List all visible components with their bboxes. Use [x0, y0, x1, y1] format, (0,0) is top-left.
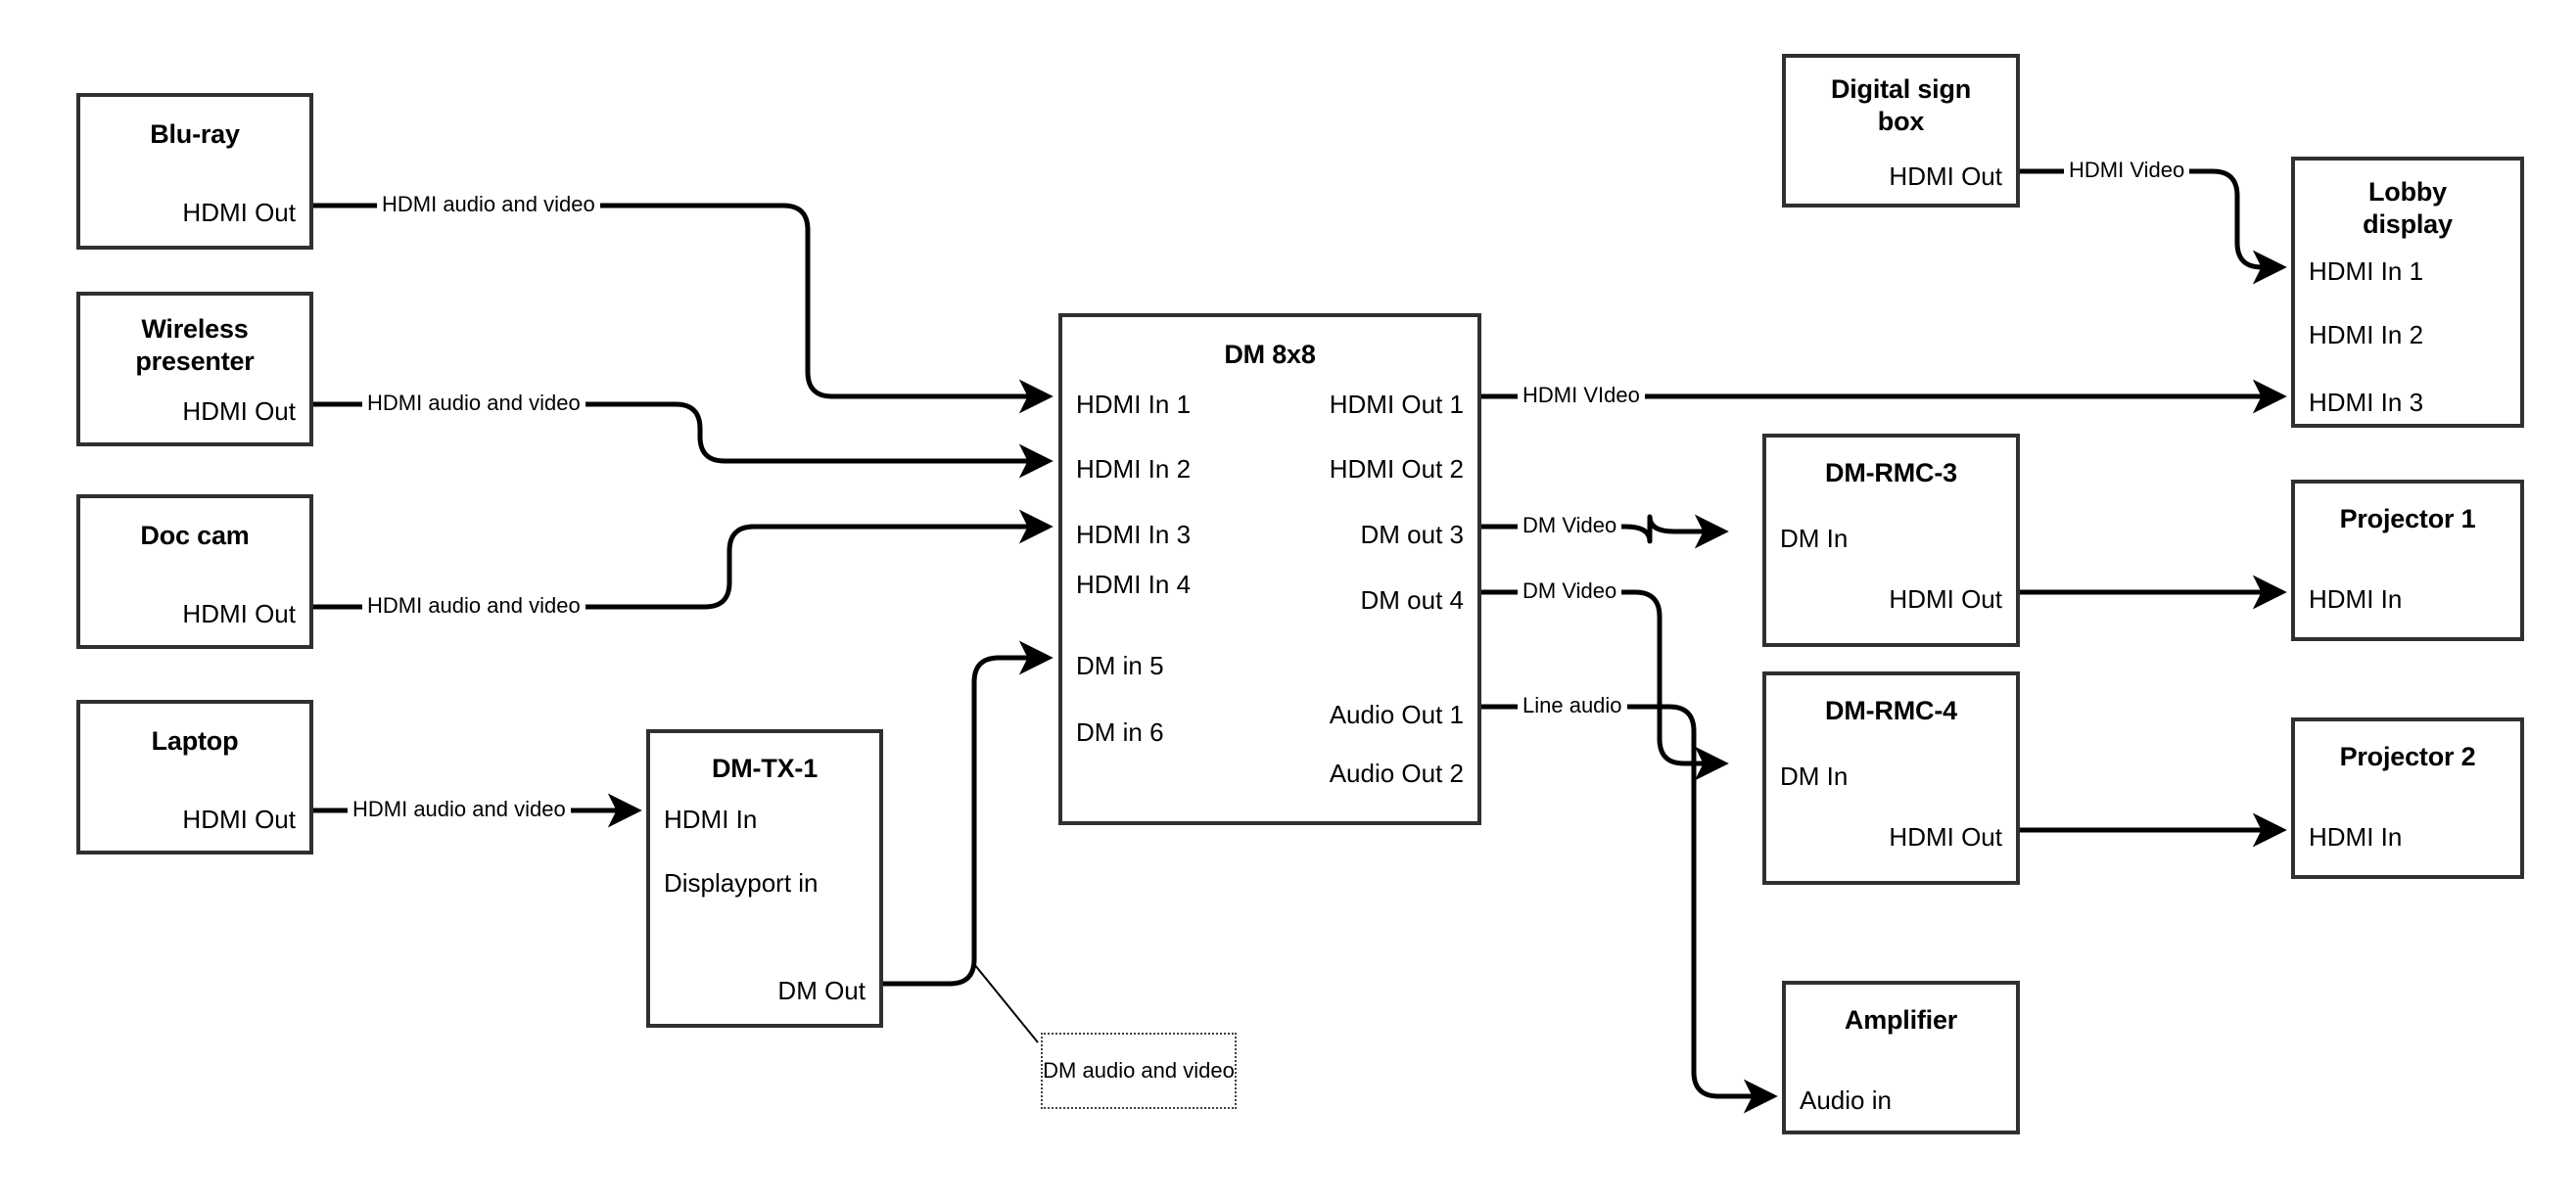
- node-projector-2-title: Projector 2: [2339, 742, 2476, 771]
- node-dm-rmc-4-port-hdmi-out: HDMI Out: [1889, 822, 2002, 852]
- edge-label-sign-to-lobby: HDMI Video: [2064, 160, 2190, 181]
- node-lobby-display-port-hdmi-in-3: HDMI In 3: [2309, 388, 2424, 417]
- node-dm-8x8-input-hdmi-in-4: HDMI In 4: [1076, 570, 1192, 599]
- node-dm-tx-1-port-dm-out: DM Out: [777, 976, 866, 1005]
- node-dm-8x8-input-dm-in-6: DM in 6: [1076, 717, 1164, 747]
- node-dm-8x8-title: DM 8x8: [1224, 340, 1316, 369]
- wire-dm-out4-to-rmc4: [1481, 589, 1729, 781]
- node-wireless-presenter-title: Wireless presenter: [135, 314, 255, 376]
- node-doc-cam[interactable]: Doc cam HDMI Out: [76, 494, 313, 649]
- node-lobby-display[interactable]: Lobby display HDMI In 1 HDMI In 2 HDMI I…: [2291, 157, 2524, 428]
- node-doc-cam-port-hdmi-out: HDMI Out: [182, 599, 296, 628]
- node-dm-8x8-output-audio-out-2: Audio Out 2: [1329, 759, 1464, 788]
- callout-leader-line: [973, 963, 1039, 1043]
- node-dm-8x8-input-dm-in-5: DM in 5: [1076, 651, 1164, 680]
- node-projector-1[interactable]: Projector 1 HDMI In: [2291, 480, 2524, 641]
- node-dm-rmc-3-port-hdmi-out: HDMI Out: [1889, 584, 2002, 614]
- node-dm-8x8-output-dm-out-4: DM out 4: [1360, 585, 1465, 615]
- node-dm-8x8-output-hdmi-out-2: HDMI Out 2: [1329, 454, 1464, 484]
- wire-wireless-to-dm-in2: [313, 401, 1054, 479]
- node-dm-rmc-3[interactable]: DM-RMC-3 DM In HDMI Out: [1762, 434, 2020, 647]
- node-projector-2-port-hdmi-in: HDMI In: [2309, 822, 2403, 852]
- node-projector-1-port-hdmi-in: HDMI In: [2309, 584, 2403, 614]
- node-dm-8x8-input-hdmi-in-3: HDMI In 3: [1076, 520, 1192, 549]
- node-laptop-title: Laptop: [151, 726, 239, 756]
- node-laptop-port-hdmi-out: HDMI Out: [182, 805, 296, 834]
- wire-dmtx1-to-dm-in5: [883, 640, 1054, 987]
- edge-label-laptop-to-dmtx1: HDMI audio and video: [348, 799, 571, 820]
- node-projector-2[interactable]: Projector 2 HDMI In: [2291, 717, 2524, 879]
- node-digital-sign-box-title: Digital sign box: [1830, 74, 1972, 136]
- node-digital-sign-box-port-hdmi-out: HDMI Out: [1889, 162, 2002, 191]
- node-dm-8x8-input-hdmi-in-2: HDMI In 2: [1076, 454, 1192, 484]
- node-lobby-display-port-hdmi-in-1: HDMI In 1: [2309, 256, 2424, 286]
- edge-label-dm-out3-to-rmc3: DM Video: [1518, 515, 1622, 536]
- edge-label-bluray-to-dm: HDMI audio and video: [377, 194, 600, 215]
- node-dm-tx-1-title: DM-TX-1: [711, 754, 819, 783]
- edge-label-dm-audio1-to-amplifier: Line audio: [1518, 695, 1627, 716]
- node-laptop[interactable]: Laptop HDMI Out: [76, 700, 313, 855]
- node-dm-tx-1-port-displayport-in: Displayport in: [664, 868, 819, 898]
- node-dm-rmc-4-title: DM-RMC-4: [1825, 696, 1957, 725]
- node-doc-cam-title: Doc cam: [140, 521, 250, 550]
- node-dm-8x8-output-audio-out-1: Audio Out 1: [1329, 700, 1464, 729]
- node-dm-8x8-input-hdmi-in-1: HDMI In 1: [1076, 390, 1192, 419]
- wire-bluray-to-dm-in1: [313, 203, 1054, 414]
- node-amplifier-title: Amplifier: [1844, 1005, 1958, 1035]
- edge-label-wireless-to-dm: HDMI audio and video: [362, 393, 585, 414]
- wire-dm-out3-to-rmc3: [1481, 514, 1729, 549]
- node-dm-rmc-3-title: DM-RMC-3: [1825, 458, 1957, 487]
- node-dm-8x8-output-dm-out-3: DM out 3: [1360, 520, 1465, 549]
- node-projector-1-title: Projector 1: [2339, 504, 2476, 533]
- node-bluray-title: Blu-ray: [150, 119, 240, 149]
- node-dm-tx-1[interactable]: DM-TX-1 HDMI In Displayport in DM Out: [646, 729, 883, 1028]
- node-dm-rmc-4-port-dm-in: DM In: [1780, 762, 1849, 791]
- node-bluray[interactable]: Blu-ray HDMI Out: [76, 93, 313, 250]
- edge-label-dm-out1-to-lobby: HDMI VIdeo: [1518, 385, 1645, 406]
- node-dm-rmc-3-port-dm-in: DM In: [1780, 524, 1849, 553]
- edge-label-dm-out4-to-rmc4: DM Video: [1518, 580, 1622, 602]
- node-bluray-port-hdmi-out: HDMI Out: [182, 198, 296, 227]
- node-lobby-display-port-hdmi-in-2: HDMI In 2: [2309, 320, 2424, 349]
- edge-label-doccam-to-dm: HDMI audio and video: [362, 595, 585, 617]
- wire-doccam-to-dm-in3: [313, 509, 1054, 610]
- node-lobby-display-title: Lobby display: [2363, 177, 2453, 239]
- wire-sign-to-lobby-in1: [2020, 168, 2287, 285]
- node-dm-tx-1-port-hdmi-in: HDMI In: [664, 805, 758, 834]
- node-amplifier-port-audio-in: Audio in: [1800, 1086, 1892, 1115]
- node-amplifier[interactable]: Amplifier Audio in: [1782, 981, 2020, 1134]
- node-dm-8x8-output-hdmi-out-1: HDMI Out 1: [1329, 390, 1464, 419]
- node-wireless-presenter-port-hdmi-out: HDMI Out: [182, 396, 296, 426]
- node-dm-8x8[interactable]: DM 8x8 HDMI In 1 HDMI In 2 HDMI In 3 HDM…: [1058, 313, 1481, 825]
- node-wireless-presenter[interactable]: Wireless presenter HDMI Out: [76, 292, 313, 446]
- node-digital-sign-box[interactable]: Digital sign box HDMI Out: [1782, 54, 2020, 208]
- node-dm-rmc-4[interactable]: DM-RMC-4 DM In HDMI Out: [1762, 671, 2020, 885]
- wire-dm-audio1-to-amplifier: [1481, 704, 1778, 1114]
- callout-dm-audio-and-video: DM audio and video: [1041, 1033, 1237, 1109]
